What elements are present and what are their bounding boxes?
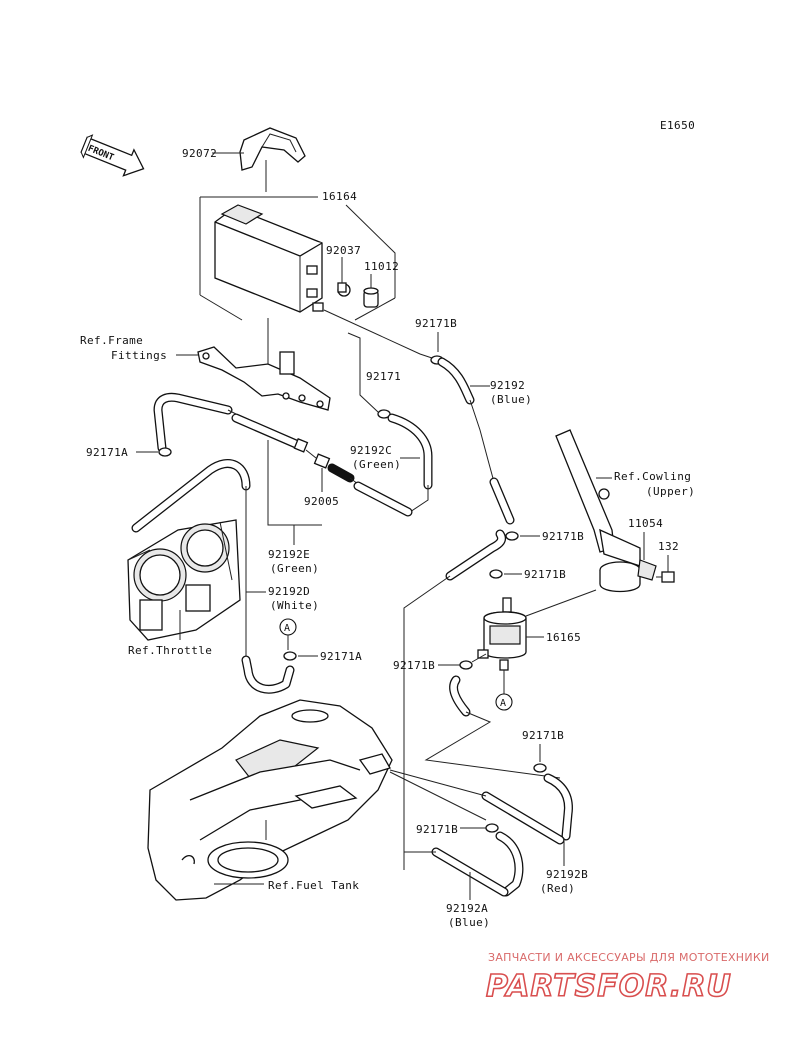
front-arrow-icon: FRONT bbox=[80, 134, 145, 177]
label-92037: 92037 bbox=[326, 244, 361, 257]
ref-frame-line1: Ref.Frame bbox=[80, 334, 143, 347]
clip-92171B-4 bbox=[459, 660, 473, 670]
fuel-tank bbox=[147, 699, 393, 901]
ref-fuel-tank: Ref.Fuel Tank bbox=[268, 879, 359, 892]
label-92171B-1: 92171B bbox=[415, 317, 457, 330]
label-92192: 92192 bbox=[490, 379, 525, 392]
label-16165: 16165 bbox=[546, 631, 581, 644]
cowling-bracket bbox=[555, 429, 641, 567]
label-92072: 92072 bbox=[182, 147, 217, 160]
label-92171A-1: 92171A bbox=[86, 446, 128, 459]
label-92171B-6: 92171B bbox=[416, 823, 458, 836]
clip-92171A-2 bbox=[283, 651, 297, 661]
label-92171B-2: 92171B bbox=[542, 530, 584, 543]
diagram-code: E1650 bbox=[660, 119, 695, 132]
label-92171B-5: 92171B bbox=[522, 729, 564, 742]
marker-a-right: A bbox=[495, 693, 513, 711]
clamp-92037 bbox=[337, 282, 351, 297]
label-92192A-color: (Blue) bbox=[448, 916, 490, 929]
ref-frame-line2: Fittings bbox=[111, 349, 167, 362]
label-92192E-color: (Green) bbox=[270, 562, 319, 575]
label-92192D: 92192D bbox=[268, 585, 310, 598]
strap-92072 bbox=[239, 127, 306, 171]
ref-cowling-line2: (Upper) bbox=[646, 485, 695, 498]
marker-a-left: A bbox=[279, 618, 297, 636]
clip-92171B-2 bbox=[505, 531, 519, 541]
frame-bracket bbox=[197, 346, 331, 411]
label-92171B-4: 92171B bbox=[393, 659, 435, 672]
label-92192C-color: (Green) bbox=[352, 458, 401, 471]
label-132: 132 bbox=[658, 540, 679, 553]
label-92192E: 92192E bbox=[268, 548, 310, 561]
label-92192-color: (Blue) bbox=[490, 393, 532, 406]
cap-11012 bbox=[363, 287, 379, 308]
clip-92171A-1 bbox=[158, 447, 172, 457]
joint-92005 bbox=[293, 438, 331, 469]
label-92192B: 92192B bbox=[546, 868, 588, 881]
label-92171B-3: 92171B bbox=[524, 568, 566, 581]
label-92192D-color: (White) bbox=[270, 599, 319, 612]
clip-92171B-5 bbox=[533, 763, 547, 773]
label-92005: 92005 bbox=[304, 495, 339, 508]
ref-throttle: Ref.Throttle bbox=[128, 644, 212, 657]
label-92171: 92171 bbox=[366, 370, 401, 383]
clip-92171B-3 bbox=[489, 569, 503, 579]
filter-16165 bbox=[477, 597, 527, 671]
watermark-brand: PARTSFOR.RU bbox=[486, 969, 732, 1004]
clamp-band-11054 bbox=[599, 559, 657, 593]
bolt-132 bbox=[656, 571, 675, 583]
svg-text:A: A bbox=[500, 698, 506, 709]
label-92171A-2: 92171A bbox=[320, 650, 362, 663]
label-92192A: 92192A bbox=[446, 902, 488, 915]
label-11012: 11012 bbox=[364, 260, 399, 273]
ref-cowling-line1: Ref.Cowling bbox=[614, 470, 691, 483]
clip-92171B-6 bbox=[485, 823, 499, 833]
label-11054: 11054 bbox=[628, 517, 663, 530]
label-92192B-color: (Red) bbox=[540, 882, 575, 895]
throttle-body bbox=[127, 519, 241, 641]
canister-16164 bbox=[214, 204, 324, 313]
label-16164: 16164 bbox=[322, 190, 357, 203]
svg-text:A: A bbox=[284, 623, 290, 634]
label-92192C: 92192C bbox=[350, 444, 392, 457]
watermark-tagline: ЗАПЧАСТИ И АКСЕССУАРЫ ДЛЯ МОТОТЕХНИКИ bbox=[488, 951, 770, 964]
